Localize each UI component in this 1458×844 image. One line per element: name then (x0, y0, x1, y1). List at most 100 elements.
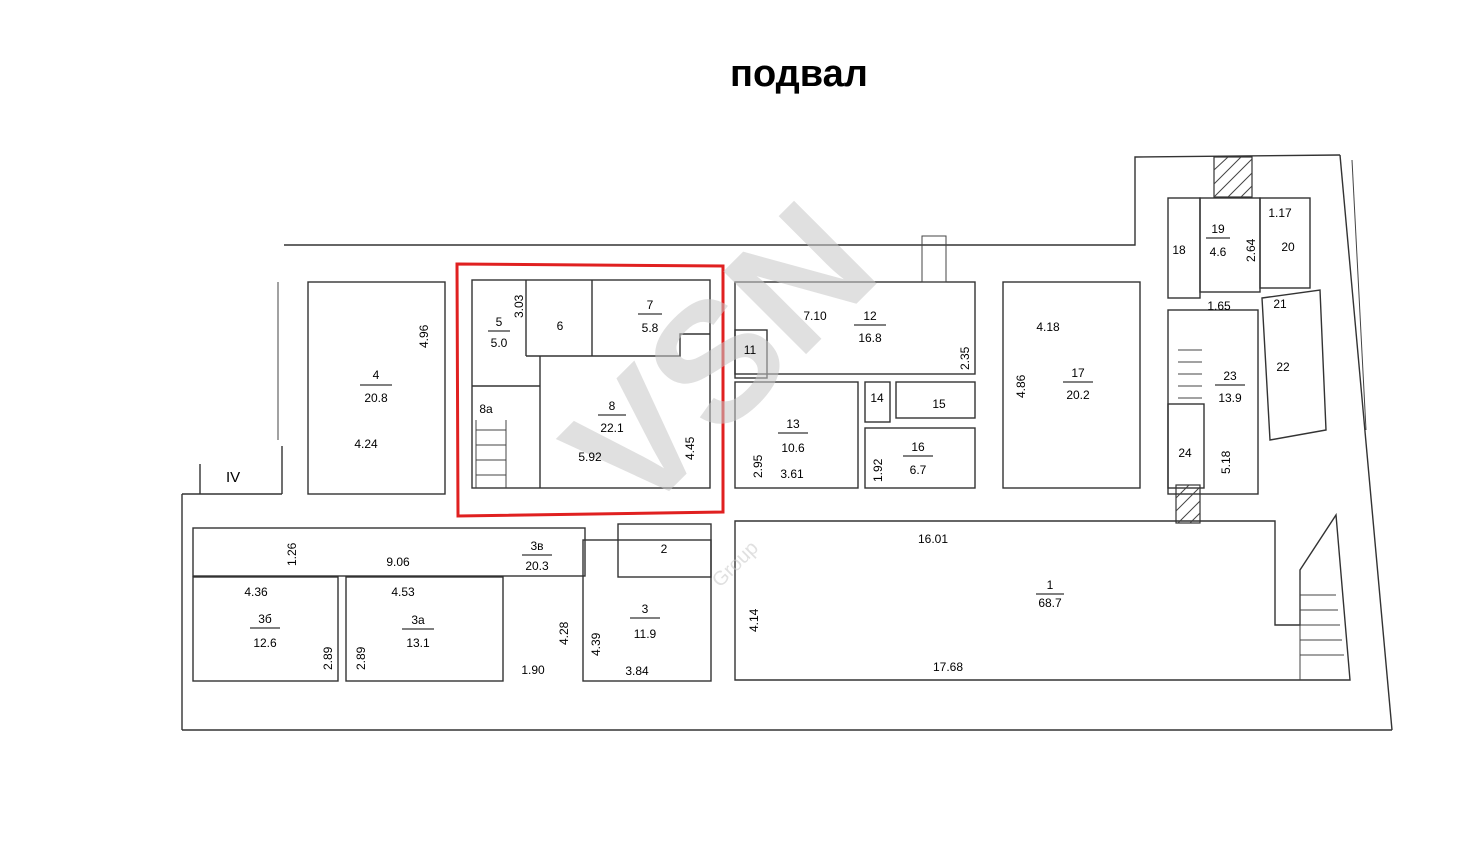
room-label-text: 16 (911, 440, 925, 454)
room-label-text: 7 (647, 298, 654, 312)
room-label-text: 22.1 (600, 421, 624, 435)
dimension-labels: 4.96 4.24 3.03 4.45 5.92 7.10 2.35 2.95 … (244, 206, 1292, 678)
room-label-text: 4 (373, 368, 380, 382)
dim-label: 7.10 (803, 309, 827, 323)
watermark-brand: VSN (529, 167, 911, 549)
room-label-text: 3 (642, 602, 649, 616)
dim-label: 2.89 (354, 646, 368, 670)
dim-label: 4.36 (244, 585, 268, 599)
room-19-label: 194.6 (1206, 222, 1230, 259)
room-label-text: 5.8 (642, 321, 659, 335)
dim-label: 4.39 (589, 632, 603, 656)
floor-marker-iv: IV (226, 469, 240, 486)
room-label-text: 5 (496, 315, 503, 329)
room-label-text: 13.9 (1218, 391, 1242, 405)
dim-label: 2.35 (958, 346, 972, 370)
dim-label: 1.65 (1207, 299, 1231, 313)
room-label-text: 5.0 (491, 336, 508, 350)
room-label-text: 3а (411, 613, 425, 627)
room-label-text: 11 (744, 343, 757, 357)
room-13-label: 13 10.6 (778, 417, 808, 455)
room-15-label: 15 (932, 397, 946, 411)
room-label-text: 16.8 (858, 331, 882, 345)
room-label-text: 13 (786, 417, 800, 431)
room-3v-label: 3в 20.3 (522, 539, 552, 573)
room-label-text: 12.6 (253, 636, 277, 650)
room-label-text: 8а (479, 402, 493, 416)
dim-label: 17.68 (933, 660, 963, 674)
room-label-text: 68.7 (1038, 596, 1062, 610)
room-walls (192, 156, 1351, 682)
dim-label: 1.92 (871, 458, 885, 482)
room-label-text: 21 (1273, 297, 1287, 311)
room-16-label: 166.7 (903, 440, 933, 477)
room-label-text: 13.1 (406, 636, 430, 650)
dim-label: 2.95 (751, 454, 765, 478)
room-11-label: 11 (744, 343, 757, 357)
room-label-text: 20.2 (1066, 388, 1090, 402)
room-label-text: 2 (661, 542, 668, 556)
dim-label: 3.84 (625, 664, 649, 678)
dim-label: 3.03 (512, 294, 526, 318)
room-label-text: 22 (1276, 360, 1290, 374)
room-label-text: 4.6 (1210, 245, 1227, 259)
room-label-text: 10.6 (781, 441, 805, 455)
room-12-label: 12 16.8 (854, 309, 886, 345)
highlighted-unit-outline (455, 262, 725, 518)
dim-label: 5.92 (578, 450, 602, 464)
room-8a-label: 8а (479, 402, 493, 416)
room-21-label: 21 (1273, 297, 1287, 311)
room-3-label: 311.9 (630, 602, 660, 641)
dim-label: 4.18 (1036, 320, 1060, 334)
room-label-text: 1 (1047, 578, 1054, 592)
room-label-text: 3в (530, 539, 543, 553)
room-label-text: 3б (258, 612, 272, 626)
room-22-label: 22 (1276, 360, 1290, 374)
room-6-label: 6 (557, 319, 564, 333)
room-1-label: 168.7 (1036, 578, 1064, 610)
room-20-label: 20 (1281, 240, 1295, 254)
room-17-label: 17 20.2 (1063, 366, 1093, 402)
room-2-label: 2 (661, 542, 668, 556)
room-label-text: 20.3 (525, 559, 549, 573)
dim-label: 4.14 (747, 608, 761, 632)
room-label-text: 18 (1172, 243, 1186, 257)
room-label-text: 20 (1281, 240, 1295, 254)
watermark: VSN Group (529, 167, 911, 592)
room-5-label: 55.0 (488, 315, 510, 350)
room-3a-label: 3а 13.1 (402, 613, 434, 650)
room-3b-label: 3б 12.6 (250, 612, 280, 650)
dim-label: 4.28 (557, 621, 571, 645)
dim-label: 16.01 (918, 532, 948, 546)
dim-label: 3.61 (780, 467, 804, 481)
room-label-text: 17 (1071, 366, 1085, 380)
plan-title: подвал (730, 53, 868, 95)
room-label-text: 23 (1223, 369, 1237, 383)
dim-label: 4.45 (683, 436, 697, 460)
dim-label: 4.24 (354, 437, 378, 451)
room-label-text: 24 (1178, 446, 1192, 460)
room-label-text: 8 (609, 399, 616, 413)
dim-label: 1.26 (285, 542, 299, 566)
room-14-label: 14 (870, 391, 884, 405)
dim-label: 4.53 (391, 585, 415, 599)
dim-label: 4.86 (1014, 374, 1028, 398)
dim-label: 2.89 (321, 646, 335, 670)
room-label-text: 20.8 (364, 391, 388, 405)
room-label-text: 11.9 (634, 627, 657, 641)
room-7-label: 75.8 (638, 298, 662, 335)
dim-label: 9.06 (386, 555, 410, 569)
room-24-label: 24 (1178, 446, 1192, 460)
room-label-text: 15 (932, 397, 946, 411)
room-label-text: 6.7 (910, 463, 927, 477)
room-8-label: 822.1 (598, 399, 626, 435)
room-label-text: 12 (863, 309, 877, 323)
outer-walls (181, 154, 1393, 731)
dim-label: 1.90 (521, 663, 545, 677)
dim-label: 1.17 (1268, 206, 1292, 220)
room-label-text: 14 (870, 391, 884, 405)
room-23-label: 23 13.9 (1215, 369, 1245, 405)
dim-label: 4.96 (417, 324, 431, 348)
